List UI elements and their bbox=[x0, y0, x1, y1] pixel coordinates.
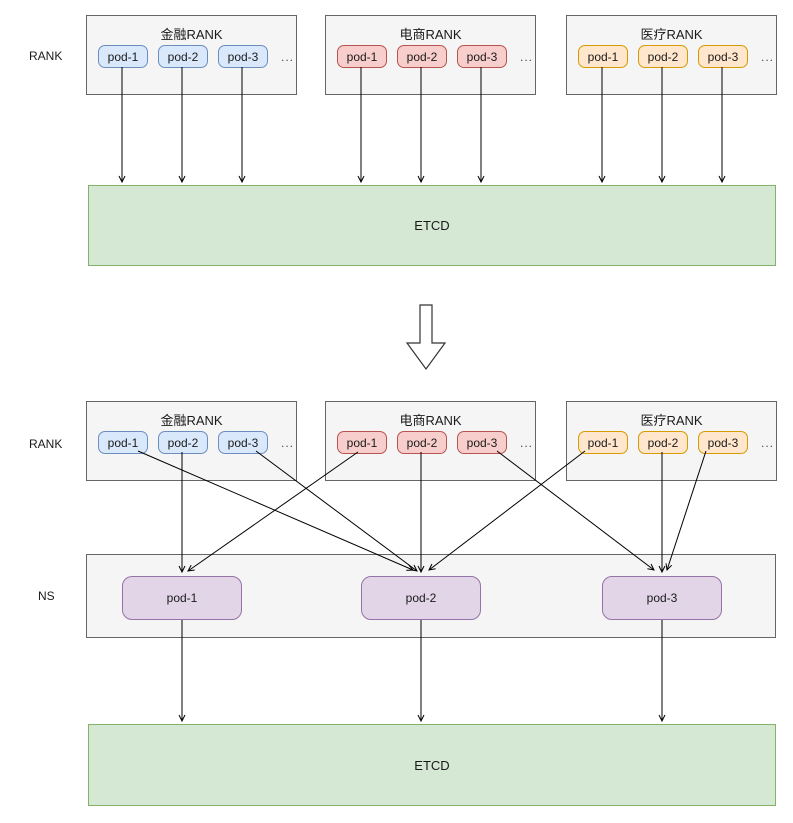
ellipsis: ... bbox=[761, 49, 775, 64]
rank-group-ecommerce-after: 电商RANK pod-1 pod-2 pod-3 ... bbox=[325, 401, 536, 481]
ellipsis: ... bbox=[520, 435, 534, 450]
pod-badge: pod-1 bbox=[98, 45, 148, 68]
pod-row: pod-1 pod-2 pod-3 ... bbox=[98, 431, 294, 454]
group-title-ecommerce-before: 电商RANK bbox=[399, 27, 462, 42]
pod-row: pod-1 pod-2 pod-3 ... bbox=[337, 431, 533, 454]
pod-badge: pod-1 bbox=[337, 45, 387, 68]
pod-badge: pod-3 bbox=[457, 45, 507, 68]
ns-pod-badge: pod-1 bbox=[122, 576, 242, 620]
pod-badge: pod-2 bbox=[638, 45, 688, 68]
group-title-medical-before: 医疗RANK bbox=[640, 27, 703, 42]
pod-badge: pod-3 bbox=[457, 431, 507, 454]
pod-badge: pod-3 bbox=[218, 431, 268, 454]
group-title-medical-after: 医疗RANK bbox=[640, 413, 703, 428]
pod-badge: pod-1 bbox=[578, 45, 628, 68]
ellipsis: ... bbox=[281, 49, 295, 64]
ellipsis: ... bbox=[761, 435, 775, 450]
pod-badge: pod-3 bbox=[698, 431, 748, 454]
ns-pod-badge: pod-2 bbox=[361, 576, 481, 620]
group-title-finance-before: 金融RANK bbox=[160, 27, 223, 42]
pod-badge: pod-2 bbox=[158, 45, 208, 68]
pod-row: pod-1 pod-2 pod-3 ... bbox=[337, 45, 533, 68]
pod-badge: pod-1 bbox=[98, 431, 148, 454]
rank-group-medical-after: 医疗RANK pod-1 pod-2 pod-3 ... bbox=[566, 401, 777, 481]
ellipsis: ... bbox=[281, 435, 295, 450]
group-title-finance-after: 金融RANK bbox=[160, 413, 223, 428]
ns-pod-badge: pod-3 bbox=[602, 576, 722, 620]
pod-badge: pod-3 bbox=[698, 45, 748, 68]
pod-badge: pod-1 bbox=[337, 431, 387, 454]
etcd-bar-after: ETCD bbox=[88, 724, 776, 806]
rank-group-finance-before: 金融RANK pod-1 pod-2 pod-3 ... bbox=[86, 15, 297, 95]
pod-row: pod-1 pod-2 pod-3 ... bbox=[98, 45, 294, 68]
pod-badge: pod-2 bbox=[397, 45, 447, 68]
group-title-ecommerce-after: 电商RANK bbox=[399, 413, 462, 428]
rank-group-finance-after: 金融RANK pod-1 pod-2 pod-3 ... bbox=[86, 401, 297, 481]
row-label-rank-after: RANK bbox=[29, 437, 63, 451]
rank-group-medical-before: 医疗RANK pod-1 pod-2 pod-3 ... bbox=[566, 15, 777, 95]
pod-badge: pod-2 bbox=[397, 431, 447, 454]
rank-group-ecommerce-before: 电商RANK pod-1 pod-2 pod-3 ... bbox=[325, 15, 536, 95]
pod-badge: pod-1 bbox=[578, 431, 628, 454]
pod-badge: pod-3 bbox=[218, 45, 268, 68]
row-label-ns: NS bbox=[38, 589, 55, 603]
pod-row: pod-1 pod-2 pod-3 ... bbox=[578, 431, 774, 454]
pod-badge: pod-2 bbox=[638, 431, 688, 454]
ellipsis: ... bbox=[520, 49, 534, 64]
pod-row: pod-1 pod-2 pod-3 ... bbox=[578, 45, 774, 68]
pod-badge: pod-2 bbox=[158, 431, 208, 454]
transition-down-arrow-icon bbox=[405, 304, 447, 371]
row-label-rank-before: RANK bbox=[29, 49, 63, 63]
etcd-bar-before: ETCD bbox=[88, 185, 776, 266]
